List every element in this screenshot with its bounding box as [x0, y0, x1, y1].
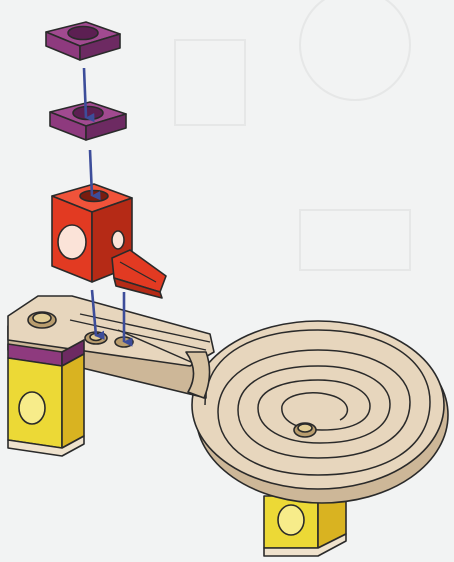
red-cube-with-chute [52, 184, 166, 298]
purple-square-block-top [46, 22, 120, 60]
purple-square-block-bottom [50, 102, 126, 140]
yellow-support-block-left [8, 340, 84, 456]
background-faint-sketch [175, 0, 410, 270]
